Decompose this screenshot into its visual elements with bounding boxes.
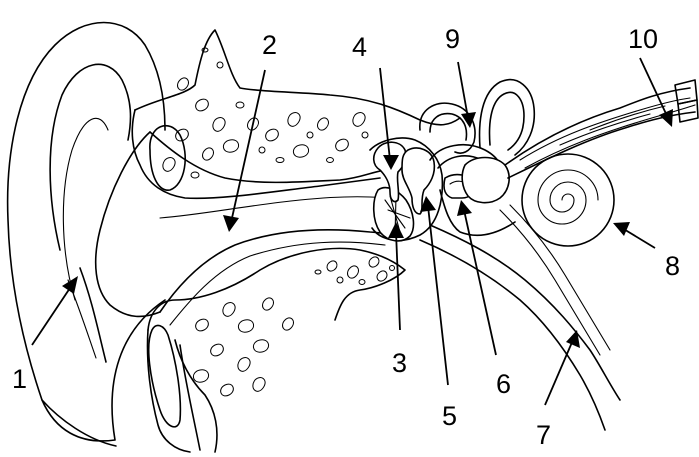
arrow-6 <box>464 210 496 355</box>
cochlea <box>522 154 614 246</box>
label-10: 10 <box>628 24 658 54</box>
label-4: 4 <box>352 32 367 62</box>
arrow-5 <box>428 206 448 385</box>
label-1: 1 <box>12 364 27 394</box>
arrow-7 <box>545 340 573 405</box>
number-labels: 1 2 3 4 5 6 7 8 9 10 <box>12 24 680 450</box>
arrow-8 <box>622 228 655 248</box>
label-9: 9 <box>445 24 460 54</box>
pinna <box>8 23 165 447</box>
lower-bone-cells <box>193 257 394 396</box>
arrow-2 <box>232 70 265 218</box>
label-arrows <box>32 58 673 405</box>
label-7: 7 <box>536 420 551 450</box>
semicircular-canal-2 <box>480 80 535 155</box>
ear-canal <box>150 132 400 325</box>
auditory-nerve <box>505 80 698 178</box>
arrow-1 <box>32 285 72 345</box>
label-5: 5 <box>442 401 457 431</box>
mastoid-air-cells <box>163 48 368 178</box>
label-2: 2 <box>262 30 277 60</box>
vestibule <box>462 158 509 203</box>
label-6: 6 <box>496 369 511 399</box>
label-3: 3 <box>392 348 407 378</box>
arrow-3 <box>396 232 400 330</box>
inner-ear <box>420 80 698 355</box>
eustachian-tube <box>430 225 620 400</box>
label-8: 8 <box>665 251 680 281</box>
